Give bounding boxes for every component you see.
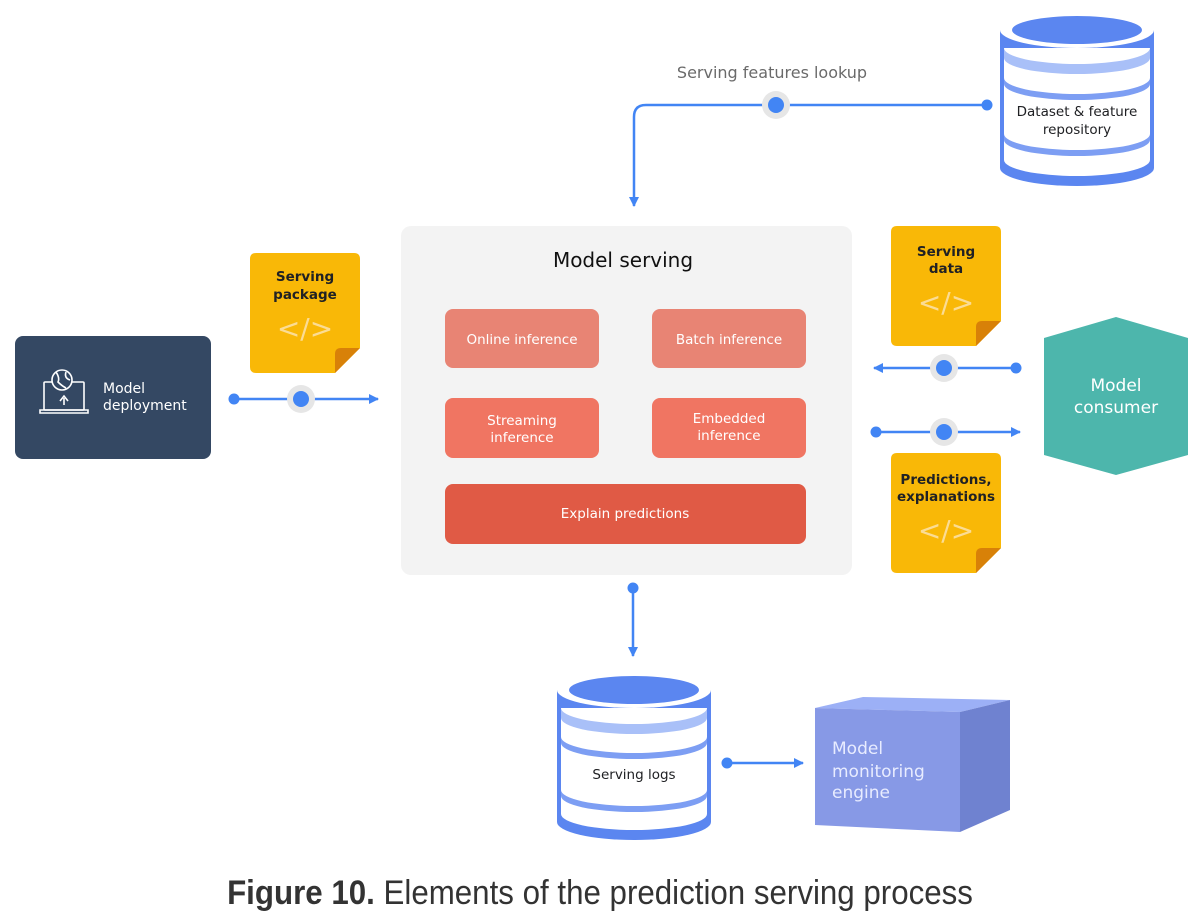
model-deployment-label-line2: deployment — [103, 398, 187, 414]
serving-data-note: Serving data </> — [891, 226, 1001, 346]
connector-endpoint-dot — [627, 582, 639, 594]
dataset-repository-cylinder: Dataset & feature repository — [1000, 12, 1154, 186]
model-consumer-label-line2: consumer — [1074, 398, 1158, 418]
connector-endpoint-dot — [870, 426, 882, 438]
monitoring-engine-label-line2: monitoring — [832, 762, 925, 782]
serving-data-label-line1: Serving — [917, 244, 975, 260]
connector-node-dot — [768, 97, 784, 113]
logs-to-monitoring-connector — [721, 757, 804, 769]
batch-inference-box: Batch inference — [652, 309, 806, 368]
model-deployment-box: Model deployment — [15, 336, 211, 459]
explain-predictions-label: Explain predictions — [561, 506, 689, 522]
connector-endpoint-dot — [1010, 362, 1022, 374]
monitoring-engine-label-line1: Model — [832, 739, 883, 759]
streaming-inference-label-line2: inference — [490, 430, 553, 446]
serving-logs-cylinder: Serving logs — [557, 672, 711, 840]
feature-lookup-connector — [629, 91, 993, 207]
serving-data-connector — [873, 354, 1022, 382]
online-inference-box: Online inference — [445, 309, 599, 368]
connector-endpoint-dot — [228, 393, 240, 405]
predictions-connector — [870, 418, 1021, 446]
figure-caption-text: Elements of the prediction serving proce… — [374, 874, 973, 912]
connector-node-dot — [936, 424, 952, 440]
serving-logs-label: Serving logs — [592, 767, 675, 783]
model-serving-title: Model serving — [553, 248, 693, 272]
connector-endpoint-dot — [721, 757, 733, 769]
laptop-globe-upload-icon — [39, 369, 89, 414]
monitoring-engine-label-line3: engine — [832, 783, 890, 803]
streaming-inference-label-line1: Streaming — [487, 413, 557, 429]
serving-package-label-line2: package — [273, 287, 337, 303]
serving-to-logs-connector — [627, 582, 639, 657]
figure-caption: Figure 10. Elements of the prediction se… — [48, 874, 1152, 913]
figure-label: Figure 10. — [227, 874, 375, 912]
predictions-note: Predictions, explanations </> — [891, 453, 1001, 573]
cube-top-face — [815, 697, 1010, 712]
connector-endpoint-dot — [981, 99, 993, 111]
code-glyph-icon: </> — [918, 286, 974, 319]
model-serving-panel: Model serving Online inference Batch inf… — [401, 226, 852, 575]
deployment-to-serving-connector — [228, 385, 379, 413]
serving-package-label-line1: Serving — [276, 269, 334, 285]
connector-node-dot — [936, 360, 952, 376]
online-inference-label: Online inference — [466, 332, 577, 348]
cube-front-face — [815, 708, 960, 832]
dataset-repository-label-line2: repository — [1043, 122, 1111, 138]
code-glyph-icon: </> — [277, 312, 333, 345]
monitoring-engine-cube: Model monitoring engine — [815, 697, 1010, 832]
batch-inference-label: Batch inference — [676, 332, 782, 348]
streaming-inference-box: Streaming inference — [445, 398, 599, 458]
cube-side-face — [960, 700, 1010, 832]
code-glyph-icon: </> — [918, 514, 974, 547]
model-consumer-hexagon: Model consumer — [1044, 317, 1188, 475]
embedded-inference-label-line2: inference — [697, 428, 760, 444]
serving-package-note: Serving package </> — [250, 253, 360, 373]
model-consumer-label-line1: Model — [1090, 376, 1141, 396]
embedded-inference-box: Embedded inference — [652, 398, 806, 458]
model-deployment-label-line1: Model — [103, 381, 145, 397]
embedded-inference-label-line1: Embedded — [693, 411, 766, 427]
feature-lookup-label: Serving features lookup — [677, 63, 867, 82]
serving-data-label-line2: data — [929, 261, 963, 277]
explain-predictions-box: Explain predictions — [445, 484, 806, 544]
dataset-repository-label-line1: Dataset & feature — [1017, 104, 1138, 120]
feature-lookup-arrow — [629, 103, 987, 207]
predictions-label-line1: Predictions, — [900, 472, 991, 488]
predictions-label-line2: explanations — [897, 489, 995, 505]
connector-node-dot — [293, 391, 309, 407]
